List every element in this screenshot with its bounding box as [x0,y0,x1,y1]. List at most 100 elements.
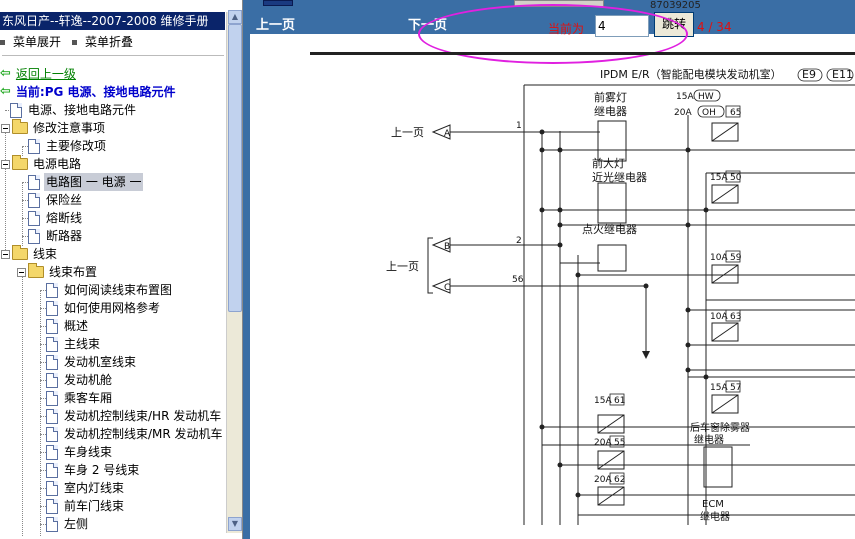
fuse-rating: 10A [710,253,728,263]
prev-page-ref: 上一页 [386,260,419,273]
square-icon [72,39,77,45]
tree-item[interactable]: 如何使用网格参考 [46,299,162,317]
document-icon [46,408,58,424]
square-icon [0,39,5,45]
terminal-a: A [444,129,451,139]
tree-item[interactable]: 主要修改项 [28,137,108,155]
menu-panel: 东风日产--轩逸--2007-2008 维修手册 菜单展开 菜单折叠 [0,0,243,539]
page-count: 4 / 34 [697,20,732,34]
document-icon [46,462,58,478]
document-icon [46,354,58,370]
fuse-number: 57 [730,383,741,393]
wire-number: 56 [512,275,524,285]
relay-label: 继电器 [694,433,724,446]
current-arrow-icon: ⇦ [0,84,11,99]
tree-item[interactable]: 保险丝 [28,191,84,209]
tree-item[interactable]: 断路器 [28,227,84,245]
back-arrow-icon: ⇦ [0,66,11,81]
tree-item-selected[interactable]: 电路图 一 电源 一 [28,173,144,191]
tree-item-current: ⇦当前:PG 电源、接地电路元件 [0,84,176,99]
document-icon [46,426,58,442]
divider [2,55,224,56]
tree-folder[interactable]: 电源电路 [1,155,83,173]
highlight-ellipse [418,4,688,64]
collapse-menu-button[interactable]: 菜单折叠 [72,33,133,51]
fuse-rating: 15A [594,396,612,406]
collapse-icon[interactable] [1,159,10,169]
collapse-icon[interactable] [17,267,26,277]
tree-item[interactable]: 发动机室线束 [46,353,138,371]
fuse-rating: 20A [594,475,612,485]
fuse-number: 61 [614,396,625,406]
tree-item[interactable]: 概述 [46,317,90,335]
prev-page-button[interactable]: 上一页 [256,18,296,33]
document-icon [46,336,58,352]
prev-page-ref: 上一页 [391,126,424,139]
tree-item[interactable]: 室内灯线束 [46,479,126,497]
document-icon [46,390,58,406]
menu-tree: ⇦返回上一级 ⇦当前:PG 电源、接地电路元件 电源、接地电路元件 修改注意事项… [0,66,226,536]
collapse-icon[interactable] [1,249,10,259]
tree-item[interactable]: 主线束 [46,335,102,353]
relay-label: ECM [702,499,724,510]
fuse-number: 50 [730,173,742,183]
relay-label: 前大灯 [592,156,625,170]
module-title: IPDM E/R（智能配电模块发动机室） [600,67,782,81]
fuse-rating: 10A [710,312,728,322]
tree-item[interactable]: 发动机舱 [46,371,114,389]
tree-folder[interactable]: 线束 [1,245,59,263]
phone-text: 87039205 [650,0,701,11]
tree-item[interactable]: 熔断线 [28,209,84,227]
tree-item[interactable]: 发动机控制线束/HR 发动机车 [46,407,223,425]
expand-menu-button[interactable]: 菜单展开 [0,33,61,51]
scroll-thumb[interactable] [228,24,242,312]
relay-label: 点火继电器 [582,223,637,236]
document-icon [28,192,40,208]
fuse-number: 65 [730,108,741,118]
tree-item[interactable]: 电源、接地电路元件 [10,101,138,119]
fuse-rating: 15A [676,92,694,102]
menu-controls: 菜单展开 菜单折叠 [0,33,225,51]
page-header-rule [310,52,855,55]
tree-folder[interactable]: 修改注意事项 [1,119,107,137]
document-icon [28,138,40,154]
tree-item[interactable]: 车身线束 [46,443,114,461]
tree-scrollbar[interactable]: ▲ ▼ [226,10,242,533]
relay-label: 继电器 [700,510,730,523]
tree-item[interactable]: 发动机控制线束/MR 发动机车 [46,425,225,443]
connector-e11: E11 [832,68,853,81]
tree-item[interactable]: 如何阅读线束布置图 [46,281,174,299]
tree-item-back[interactable]: ⇦返回上一级 [0,66,76,81]
toolbar-icon [263,0,293,6]
document-icon [46,516,58,532]
tree-item[interactable]: 左侧 [46,515,90,533]
fuse-number: 63 [730,312,741,322]
relay-label: 近光继电器 [592,170,647,184]
terminal-c: C [444,283,450,293]
fuse-number: 55 [614,438,625,448]
tree-item[interactable]: 车身 2 号线束 [46,461,141,479]
scroll-up-arrow-icon[interactable]: ▲ [228,10,242,24]
tree-item[interactable]: 前车门线束 [46,497,126,515]
fuse-number: 59 [730,253,742,263]
document-icon [46,282,58,298]
wire-number: 1 [516,121,522,131]
fuse-rating: 20A [674,108,692,118]
tree-item[interactable]: 乘客车厢 [46,389,114,407]
document-icon [46,372,58,388]
terminal-b: B [444,242,450,252]
tree-folder[interactable]: 线束布置 [17,263,99,281]
fuse-id: HW [698,92,714,102]
fuse-rating: 15A [710,383,728,393]
folder-open-icon [12,119,28,134]
document-icon [46,498,58,514]
fuse-number: 62 [614,475,625,485]
wire-number: 2 [516,236,522,246]
document-icon [46,300,58,316]
collapse-icon[interactable] [1,123,10,133]
scroll-down-arrow-icon[interactable]: ▼ [228,517,242,531]
relay-label: 前雾灯 [594,90,627,104]
relay-label: 后车窗除雾器 [690,421,750,434]
document-icon [28,174,40,190]
wiring-diagram: IPDM E/R（智能配电模块发动机室） E9 E11 上一页 上一页 A B … [386,67,855,525]
